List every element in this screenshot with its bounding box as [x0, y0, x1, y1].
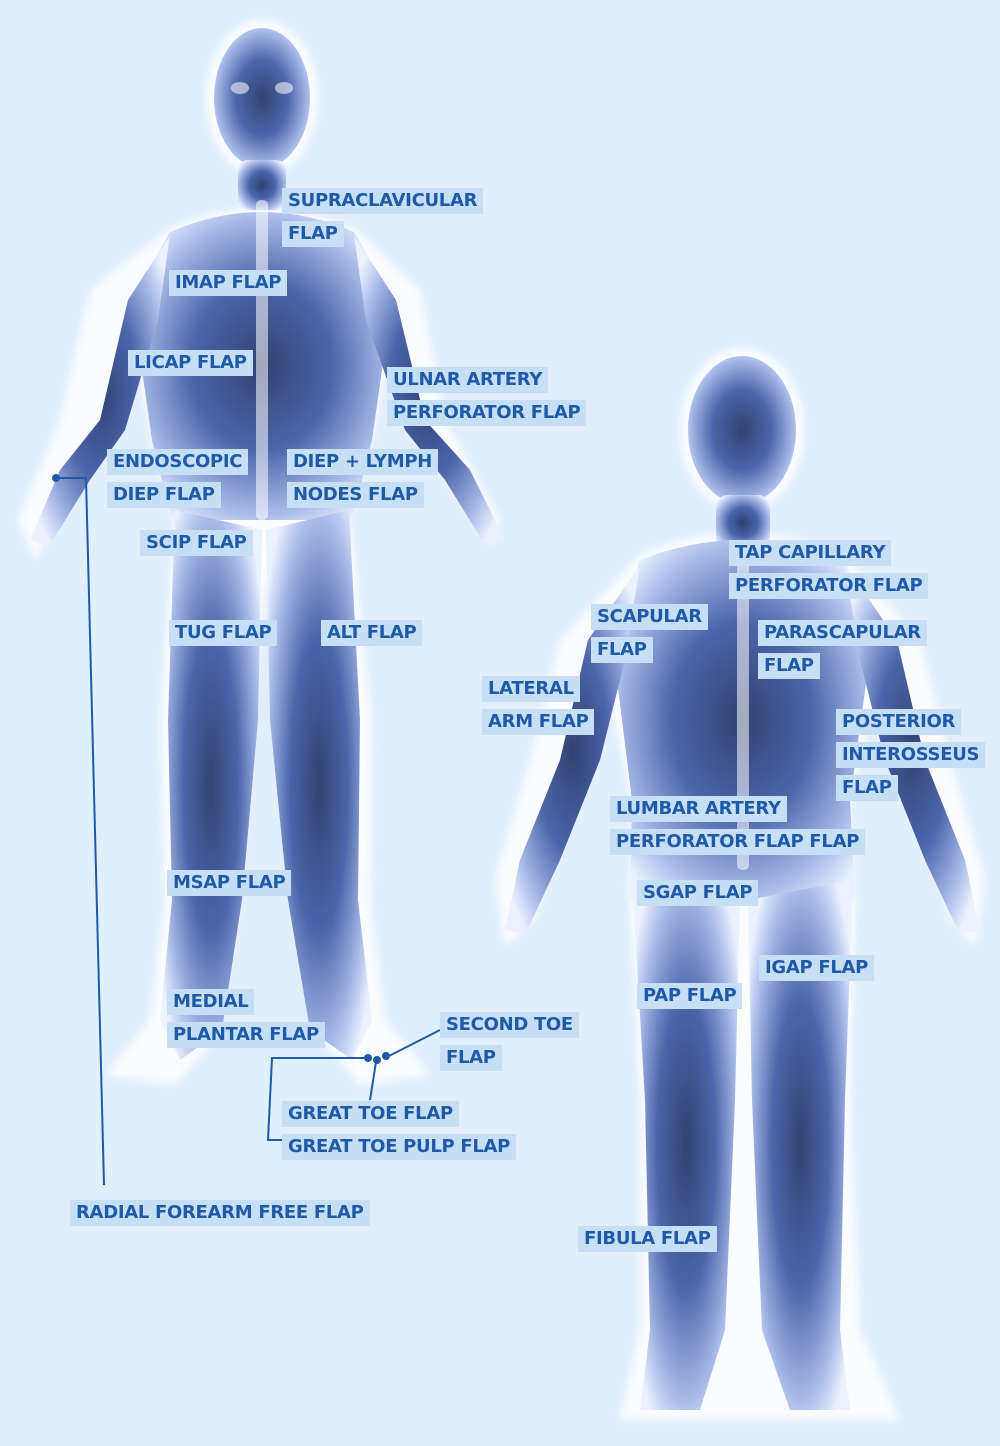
- label-line: TAP CAPILLARY: [729, 540, 891, 566]
- label-line: PERFORATOR FLAP FLAP: [610, 829, 865, 855]
- label-line: FLAP: [282, 221, 344, 247]
- label-line: NODES FLAP: [287, 482, 424, 508]
- label-parascapular-flap: PARASCAPULAR FLAP: [758, 620, 927, 686]
- label-licap-flap: LICAP FLAP: [128, 350, 253, 383]
- label-igap-flap: IGAP FLAP: [759, 955, 874, 988]
- label-line: SGAP FLAP: [637, 880, 758, 906]
- label-line: IGAP FLAP: [759, 955, 874, 981]
- label-sgap-flap: SGAP FLAP: [637, 880, 758, 913]
- label-line: FIBULA FLAP: [578, 1226, 717, 1252]
- label-scip-flap: SCIP FLAP: [140, 530, 253, 563]
- label-pap-flap: PAP FLAP: [637, 983, 742, 1016]
- label-line: ARM FLAP: [482, 709, 594, 735]
- label-line: LUMBAR ARTERY: [610, 796, 787, 822]
- label-line: PARASCAPULAR: [758, 620, 927, 646]
- label-line: DIEP FLAP: [107, 482, 221, 508]
- label-line: FLAP: [440, 1045, 502, 1071]
- front-body-figure: [18, 20, 505, 1085]
- label-line: LATERAL: [482, 676, 580, 702]
- label-line: SECOND TOE: [440, 1012, 579, 1038]
- label-line: DIEP + LYMPH: [287, 449, 438, 475]
- label-alt-flap: ALT FLAP: [321, 620, 422, 653]
- label-line: MSAP FLAP: [167, 870, 291, 896]
- label-diep-lymph-nodes-flap: DIEP + LYMPH NODES FLAP: [287, 449, 438, 515]
- label-line: PAP FLAP: [637, 983, 742, 1009]
- label-line: ALT FLAP: [321, 620, 422, 646]
- label-fibula-flap: FIBULA FLAP: [578, 1226, 717, 1259]
- label-line: PLANTAR FLAP: [167, 1022, 325, 1048]
- label-line: GREAT TOE PULP FLAP: [282, 1134, 516, 1160]
- label-line: ULNAR ARTERY: [387, 367, 548, 393]
- label-line: SUPRACLAVICULAR: [282, 188, 483, 214]
- label-line: SCAPULAR: [591, 604, 708, 630]
- label-line: PERFORATOR FLAP: [387, 400, 586, 426]
- label-lumbar-artery-perforator-flap: LUMBAR ARTERY PERFORATOR FLAP FLAP: [610, 796, 865, 862]
- label-scapular-flap: SCAPULAR FLAP: [591, 604, 708, 670]
- label-ulnar-artery-perforator-flap: ULNAR ARTERY PERFORATOR FLAP: [387, 367, 586, 433]
- label-line: RADIAL FOREARM FREE FLAP: [70, 1200, 370, 1226]
- label-medial-plantar-flap: MEDIAL PLANTAR FLAP: [167, 989, 325, 1055]
- label-line: FLAP: [591, 637, 653, 663]
- label-tug-flap: TUG FLAP: [169, 620, 277, 653]
- label-line: IMAP FLAP: [169, 270, 287, 296]
- label-tap-capillary-perforator-flap: TAP CAPILLARY PERFORATOR FLAP: [729, 540, 928, 606]
- label-imap-flap: IMAP FLAP: [169, 270, 287, 303]
- label-line: MEDIAL: [167, 989, 254, 1015]
- label-endoscopic-diep-flap: ENDOSCOPIC DIEP FLAP: [107, 449, 248, 515]
- label-lateral-arm-flap: LATERAL ARM FLAP: [482, 676, 594, 742]
- label-line: TUG FLAP: [169, 620, 277, 646]
- label-msap-flap: MSAP FLAP: [167, 870, 291, 903]
- label-posterior-interosseus-flap: POSTERIOR INTEROSSEUS FLAP: [836, 709, 985, 808]
- label-line: FLAP: [758, 653, 820, 679]
- label-line: POSTERIOR: [836, 709, 961, 735]
- label-line: ENDOSCOPIC: [107, 449, 248, 475]
- label-line: GREAT TOE FLAP: [282, 1101, 459, 1127]
- label-radial-forearm-free-flap: RADIAL FOREARM FREE FLAP: [70, 1200, 370, 1233]
- label-great-toe-flap: GREAT TOE FLAP GREAT TOE PULP FLAP: [282, 1101, 516, 1167]
- label-line: PERFORATOR FLAP: [729, 573, 928, 599]
- label-line: INTEROSSEUS: [836, 742, 985, 768]
- label-second-toe-flap: SECOND TOE FLAP: [440, 1012, 579, 1078]
- label-supraclavicular-flap: SUPRACLAVICULAR FLAP: [282, 188, 483, 254]
- label-line: SCIP FLAP: [140, 530, 253, 556]
- label-line: LICAP FLAP: [128, 350, 253, 376]
